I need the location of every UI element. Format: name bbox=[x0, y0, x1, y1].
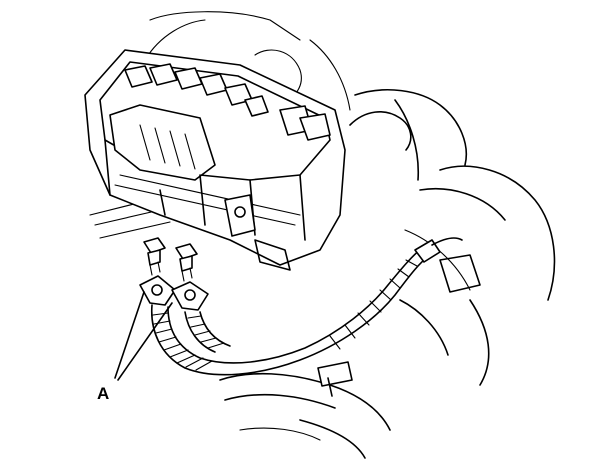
lower-bracket bbox=[219, 361, 391, 459]
terminal-right bbox=[171, 281, 209, 311]
callout-label-a: A bbox=[97, 384, 109, 403]
cable-harness bbox=[150, 237, 463, 376]
callout-a-leaders bbox=[114, 291, 173, 381]
fuse-relay-box bbox=[84, 49, 346, 271]
bolt-right bbox=[175, 243, 198, 282]
bolt-left bbox=[143, 237, 166, 276]
terminal-left bbox=[139, 275, 176, 306]
